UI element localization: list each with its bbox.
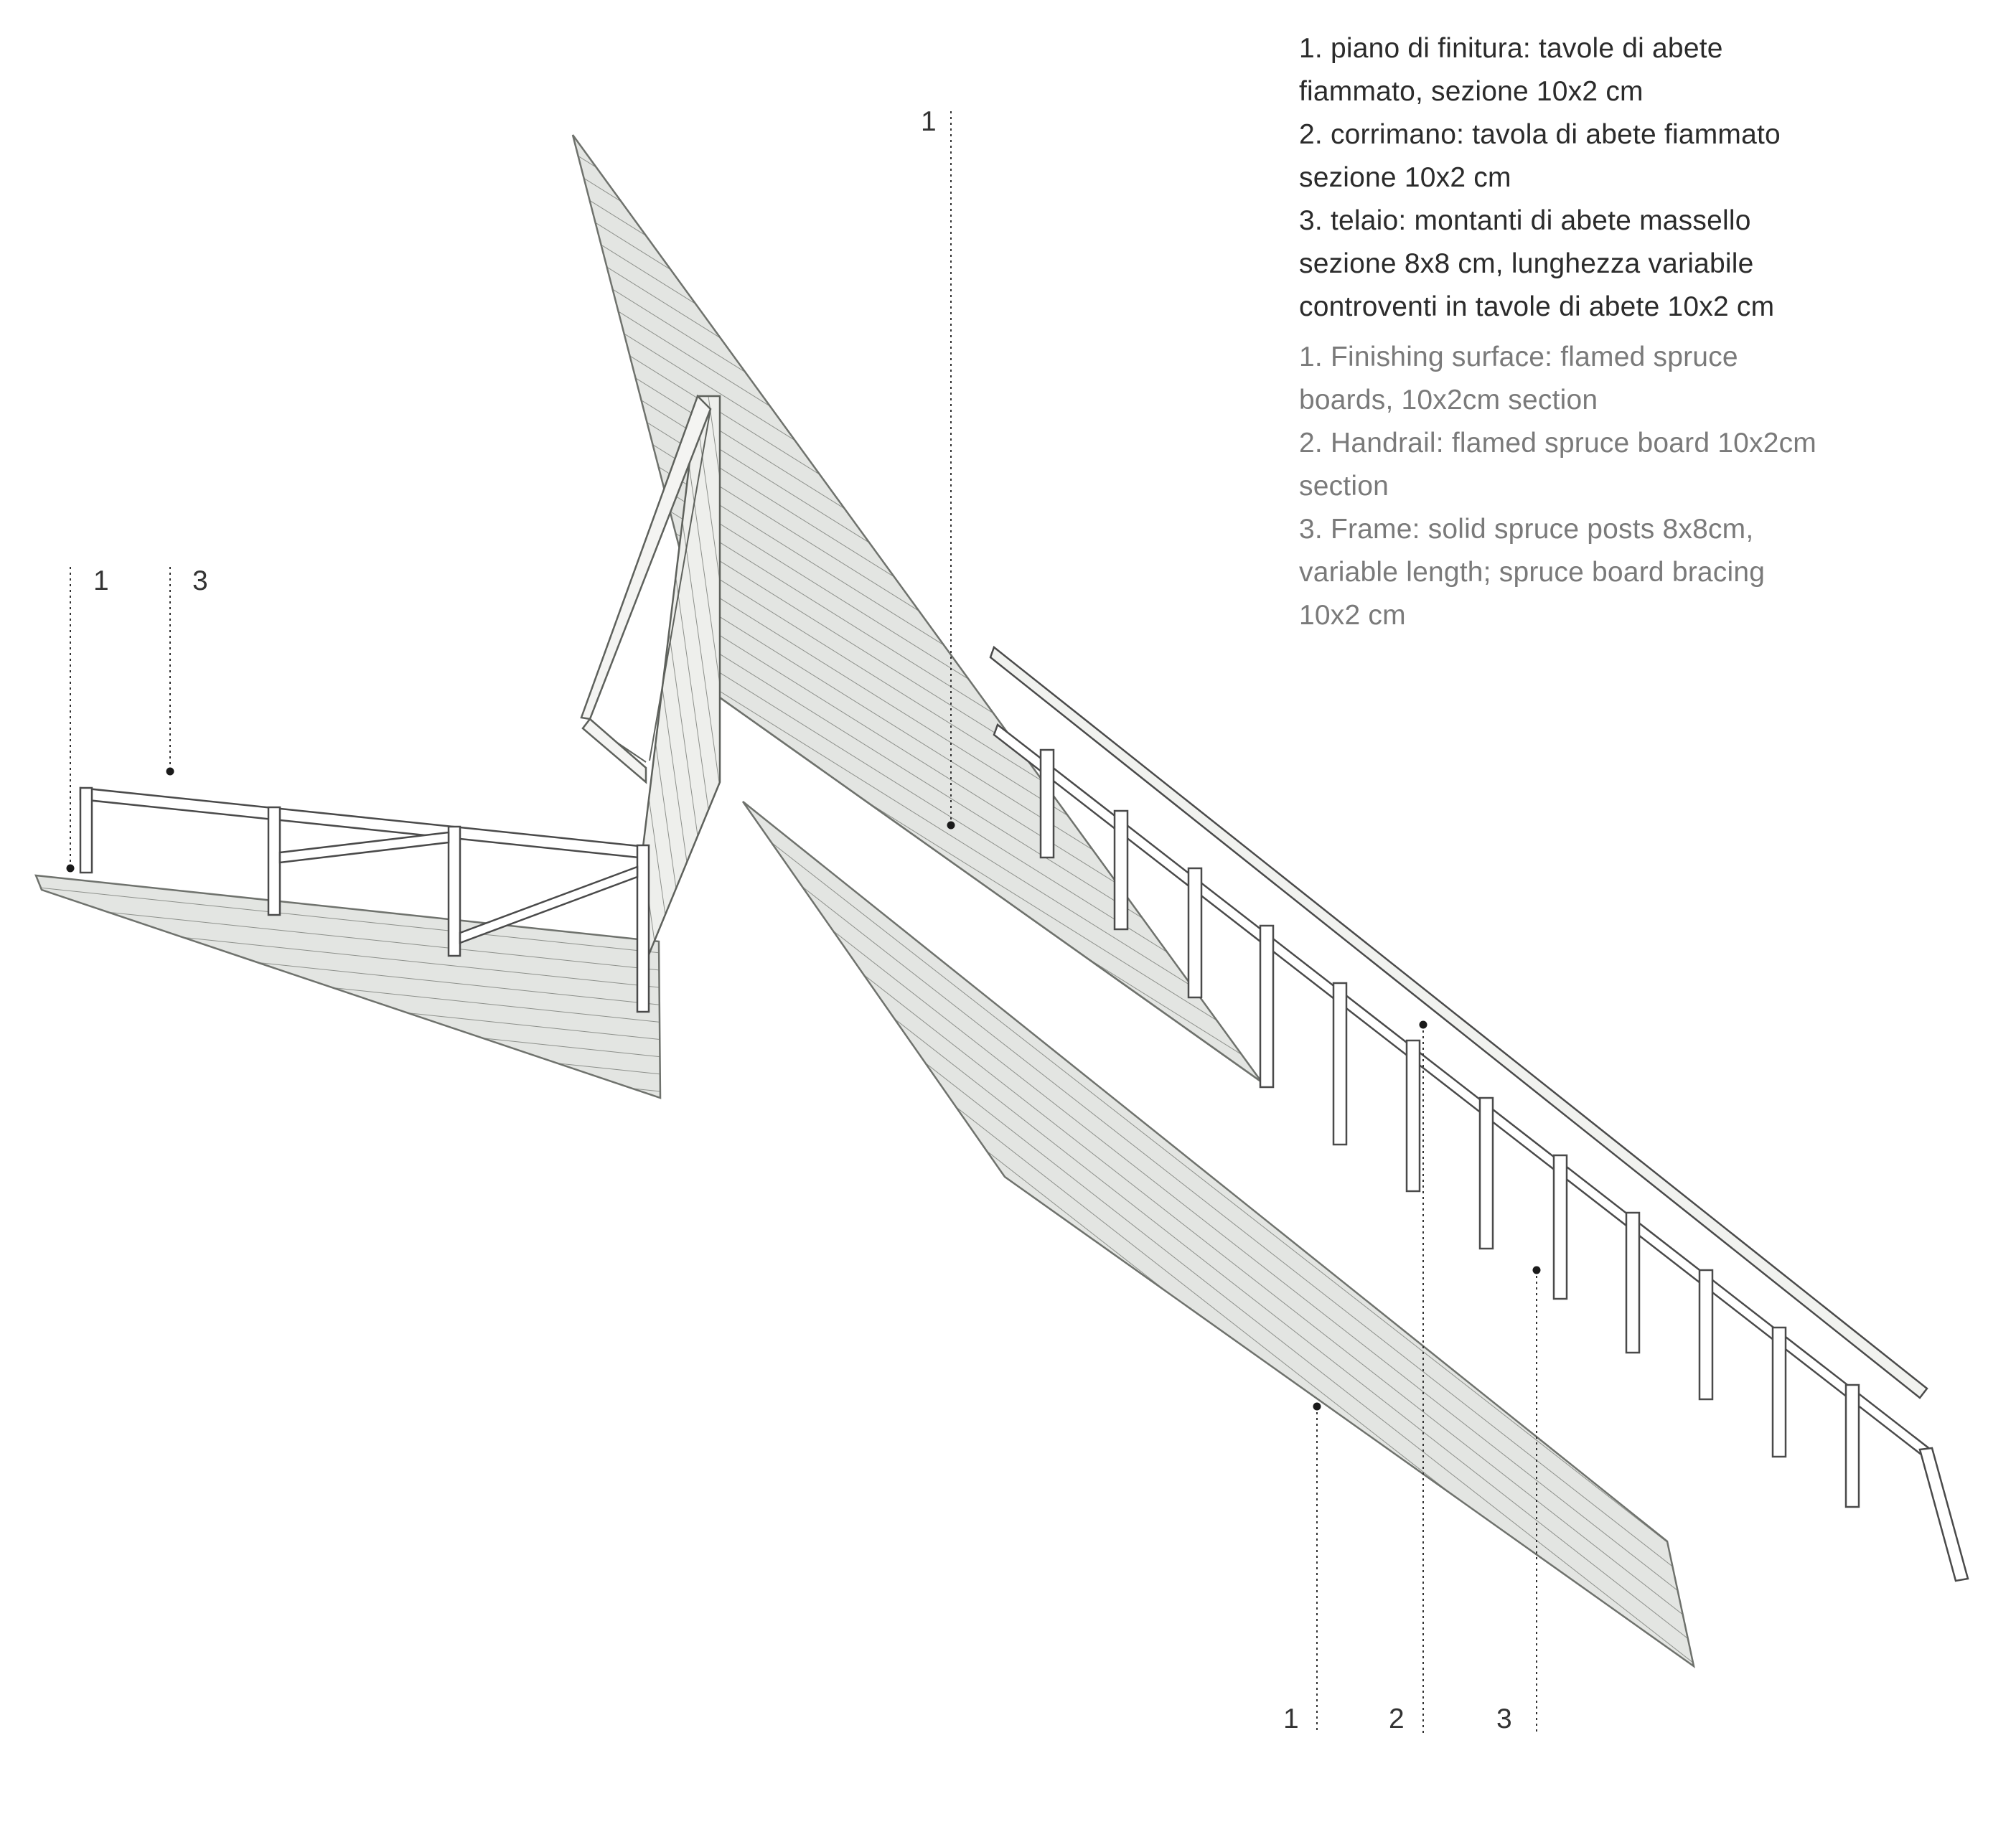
callout-3-bottom: 3 — [1496, 1704, 1512, 1734]
leader-dots — [66, 767, 1541, 1411]
lower-finishing-surface — [741, 801, 1695, 1668]
legend-italian: 1. piano di finitura: tavole di abete fi… — [1299, 27, 1916, 329]
callout-1-left: 1 — [93, 565, 109, 596]
left-landing-surface — [34, 874, 662, 1099]
material-legend: 1. piano di finitura: tavole di abete fi… — [1299, 27, 1916, 637]
legend-en-line: 1. Finishing surface: flamed spruce — [1299, 342, 1738, 372]
legend-en-line: boards, 10x2cm section — [1299, 385, 1598, 415]
legend-it-line: 1. piano di finitura: tavole di abete — [1299, 33, 1723, 64]
legend-en-line: 2. Handrail: flamed spruce board 10x2cm — [1299, 428, 1816, 459]
callout-3-left: 3 — [192, 565, 208, 596]
upper-finishing-surface — [571, 134, 1263, 1084]
callout-1-bottom: 1 — [1283, 1704, 1299, 1734]
legend-it-line: controventi in tavole di abete 10x2 cm — [1299, 291, 1775, 322]
legend-it-line: sezione 8x8 cm, lunghezza variabile — [1299, 248, 1754, 279]
legend-english: 1. Finishing surface: flamed spruce boar… — [1299, 336, 1916, 637]
legend-en-line: 3. Frame: solid spruce posts 8x8cm, — [1299, 514, 1754, 545]
legend-en-line: section — [1299, 471, 1389, 502]
vertical-board-panel — [580, 394, 721, 962]
callout-1-top: 1 — [921, 106, 937, 137]
stair-frame — [993, 723, 1969, 1582]
legend-it-line: 2. corrimano: tavola di abete fiammato — [1299, 119, 1781, 150]
legend-it-line: 3. telaio: montanti di abete massello — [1299, 205, 1751, 236]
legend-it-line: fiammato, sezione 10x2 cm — [1299, 76, 1644, 107]
legend-it-line: sezione 10x2 cm — [1299, 162, 1511, 193]
legend-en-line: 10x2 cm — [1299, 600, 1406, 631]
legend-en-line: variable length; spruce board bracing — [1299, 557, 1766, 588]
leader-lines — [70, 111, 1537, 1733]
callout-2-bottom: 2 — [1389, 1704, 1405, 1734]
handrail-board — [989, 645, 1928, 1399]
left-railing-frame — [79, 786, 650, 1013]
